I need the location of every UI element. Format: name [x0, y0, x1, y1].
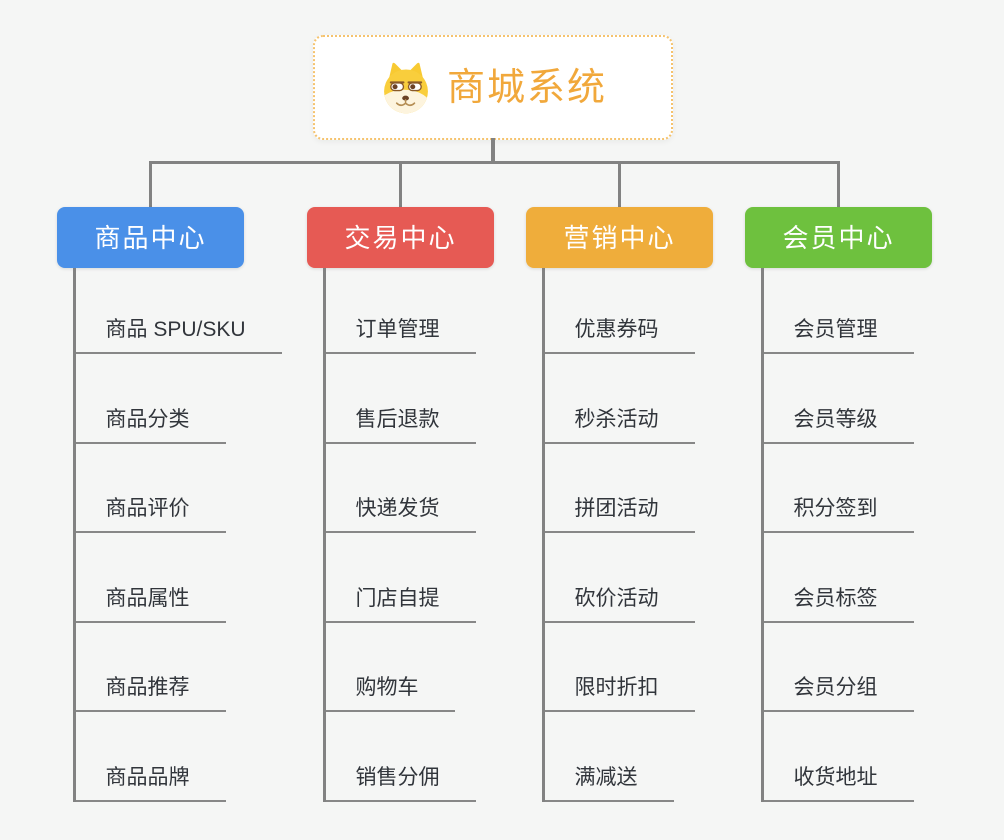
child-topic[interactable]: 收货地址 [763, 764, 914, 802]
branch-children: 会员管理会员等级积分签到会员标签会员分组收货地址 [760, 268, 1004, 802]
branch-node[interactable]: 会员中心 [745, 207, 932, 268]
child-topic[interactable]: 商品评价 [75, 495, 226, 533]
child-topic[interactable]: 商品品牌 [75, 764, 226, 802]
branch-label: 商品中心 [94, 222, 207, 253]
child-topic[interactable]: 秒杀活动 [544, 406, 695, 444]
child-topic[interactable]: 限时折扣 [544, 674, 695, 712]
branch-label: 交易中心 [344, 222, 457, 253]
connector-root-stem [491, 138, 495, 162]
child-topic[interactable]: 快递发货 [325, 495, 476, 533]
child-topic[interactable]: 购物车 [325, 674, 455, 712]
doge-icon [384, 62, 428, 113]
branch-node[interactable]: 营销中心 [526, 207, 713, 268]
child-topic[interactable]: 订单管理 [325, 316, 476, 354]
branch-children: 订单管理售后退款快递发货门店自提购物车销售分佣 [322, 268, 576, 802]
child-topic[interactable]: 会员分组 [763, 674, 914, 712]
root-topic-title: 商城系统 [446, 66, 607, 109]
child-topic[interactable]: 售后退款 [325, 406, 476, 444]
connector-drop [837, 161, 840, 208]
child-topic[interactable]: 门店自提 [325, 585, 476, 623]
child-topic[interactable]: 砍价活动 [544, 585, 695, 623]
connector-drop [399, 161, 402, 208]
branch-label: 会员中心 [782, 222, 895, 253]
root-topic[interactable]: 商城系统 [313, 35, 673, 140]
connector-horizontal-bar [149, 161, 840, 164]
child-topic[interactable]: 商品分类 [75, 406, 226, 444]
child-topic[interactable]: 销售分佣 [325, 764, 476, 802]
child-topic[interactable]: 商品属性 [75, 585, 226, 623]
connector-drop [618, 161, 621, 208]
child-topic[interactable]: 商品 SPU/SKU [75, 316, 282, 354]
branch-children: 商品 SPU/SKU 商品分类商品评价商品属性商品推荐商品品牌 [72, 268, 326, 802]
child-topic[interactable]: 优惠券码 [544, 316, 695, 354]
child-topic[interactable]: 商品推荐 [75, 674, 226, 712]
child-topic[interactable]: 积分签到 [763, 495, 914, 533]
child-topic[interactable]: 会员标签 [763, 585, 914, 623]
child-topic[interactable]: 满减送 [544, 764, 674, 802]
branch-children: 优惠券码秒杀活动拼团活动砍价活动限时折扣满减送 [541, 268, 795, 802]
connector-drop [149, 161, 152, 208]
branch-node[interactable]: 商品中心 [57, 207, 244, 268]
child-topic[interactable]: 会员管理 [763, 316, 914, 354]
branch-node[interactable]: 交易中心 [307, 207, 494, 268]
branch-label: 营销中心 [563, 222, 676, 253]
child-topic[interactable]: 拼团活动 [544, 495, 695, 533]
child-topic[interactable]: 会员等级 [763, 406, 914, 444]
